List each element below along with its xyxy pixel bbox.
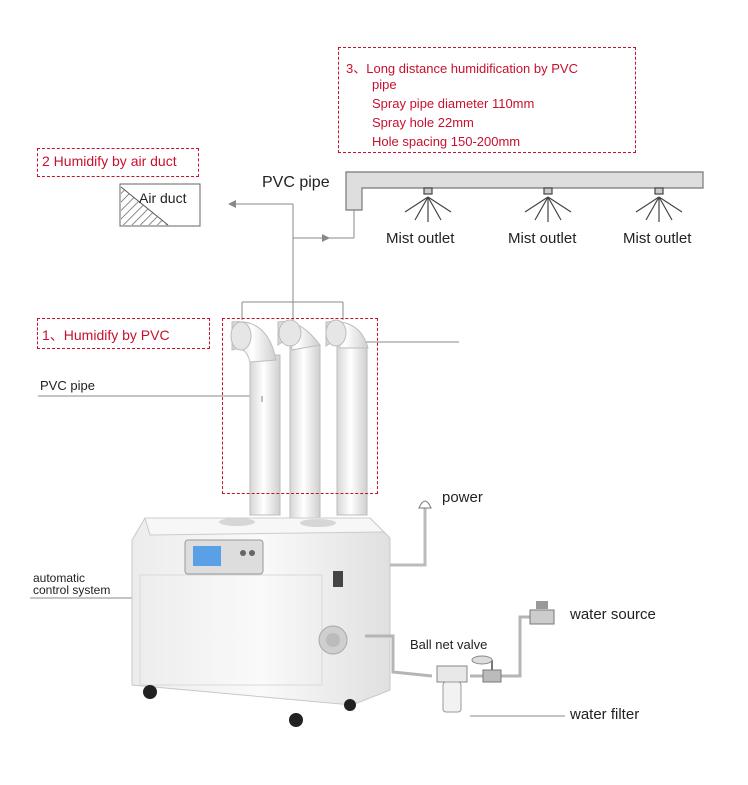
- power-plug: [418, 500, 432, 509]
- humidifier-machine: [131, 517, 391, 727]
- mist-outlet-label-3: Mist outlet: [623, 230, 692, 247]
- arrow-to-air-duct: [228, 200, 236, 208]
- callout-long-distance-line-4: Spray hole 22mm: [372, 115, 474, 130]
- water-filter: [436, 665, 468, 713]
- water-filter-label: water filter: [570, 706, 640, 723]
- callout-air-duct-box: [37, 148, 199, 177]
- mist-outlet-label-2: Mist outlet: [508, 230, 577, 247]
- power-label: power: [442, 489, 483, 506]
- pvc-pipe-left-label: PVC pipe: [40, 378, 95, 393]
- pvc-pipes-highlight-box: [222, 318, 378, 494]
- power-cord: [390, 508, 427, 567]
- vertical-pipes: [230, 319, 369, 521]
- mist-nozzle-3: [635, 187, 683, 222]
- callout-air-duct-text: 2 Humidify by air duct: [42, 153, 177, 169]
- callout-pvc-text: 1、Humidify by PVC: [42, 327, 170, 343]
- callout-long-distance-box: [338, 47, 636, 153]
- ball-net-valve-label: Ball net valve: [410, 637, 488, 652]
- automatic-control-label-line-1: automatic: [33, 571, 86, 585]
- arrow-to-pvc: [322, 234, 330, 242]
- air-duct-label: Air duct: [139, 190, 187, 206]
- mist-nozzle-1: [404, 187, 452, 222]
- overhead-pvc-pipe: [345, 171, 704, 211]
- callout-long-distance-line-5: Hole spacing 150-200mm: [372, 134, 521, 149]
- air-duct-icon: [119, 183, 201, 227]
- mist-nozzle-2: [524, 187, 572, 222]
- callout-long-distance-line-3: Spray pipe diameter 110mm: [372, 96, 535, 111]
- mist-outlet-label-1: Mist outlet: [386, 230, 455, 247]
- automatic-control-label-line-2: control system: [33, 583, 111, 597]
- ball-net-valve: [471, 655, 502, 683]
- pvc-pipe-top-label: PVC pipe: [262, 174, 330, 191]
- callout-long-distance-line-2: pipe: [372, 77, 397, 92]
- callout-long-distance-line-1: 3、Long distance humidification by PVC: [346, 61, 578, 76]
- water-source-tap: [529, 601, 555, 625]
- callout-pvc-box: [37, 318, 210, 349]
- water-source-label: water source: [570, 606, 656, 623]
